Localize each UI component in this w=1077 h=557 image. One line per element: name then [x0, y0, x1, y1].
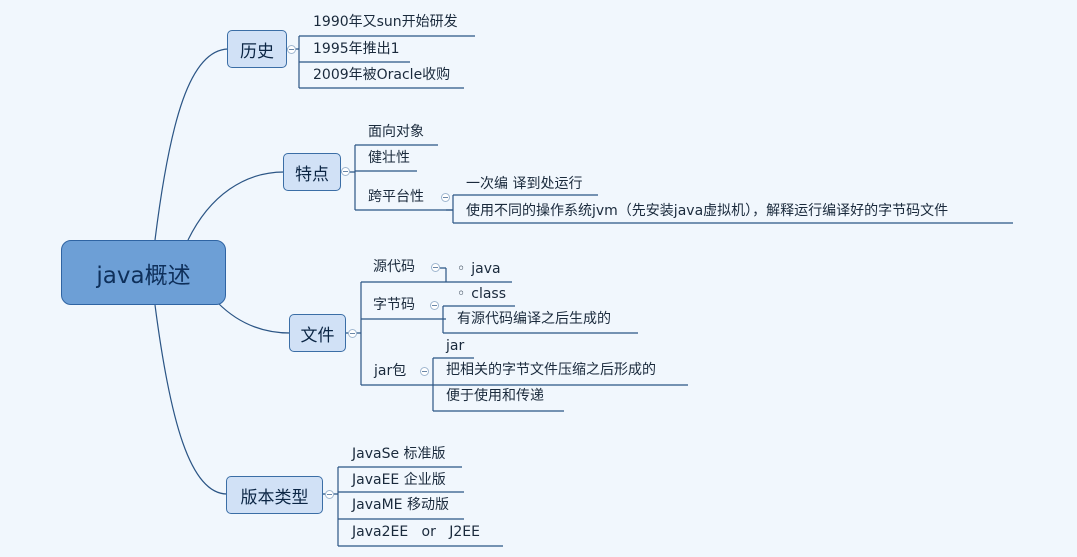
history-item-label: 1990年又sun开始研发: [313, 14, 458, 30]
source-child[interactable]: ◦ java: [451, 260, 505, 278]
jar-child-label: 便于使用和传递: [446, 388, 544, 404]
collapse-cross-platform-icon[interactable]: [441, 193, 450, 202]
collapse-files-icon[interactable]: [348, 329, 357, 338]
bullet-icon: ◦: [457, 286, 466, 302]
history-item-label: 1995年推出1: [313, 41, 400, 57]
feature-item[interactable]: 健壮性: [362, 149, 414, 167]
version-item-label: Java2EE or J2EE: [352, 524, 480, 540]
topic-versions-label: 版本类型: [240, 487, 309, 508]
source-child-label: java: [471, 261, 501, 277]
bytecode-child-label: class: [471, 286, 507, 302]
cross-platform-item[interactable]: 一次编 译到处运行: [460, 175, 586, 193]
bullet-icon: ◦: [457, 261, 466, 277]
file-jar[interactable]: jar包: [368, 362, 410, 380]
feature-item[interactable]: 跨平台性: [362, 188, 428, 206]
collapse-history-icon[interactable]: [287, 45, 296, 54]
link-cross-platform: [446, 194, 1013, 224]
history-item[interactable]: 1995年推出1: [307, 40, 404, 58]
jar-child[interactable]: jar: [440, 337, 468, 355]
jar-child[interactable]: 把相关的字节文件压缩之后形成的: [440, 361, 660, 379]
jar-child[interactable]: 便于使用和传递: [440, 387, 548, 405]
cross-platform-label: 一次编 译到处运行: [466, 176, 583, 192]
bytecode-child[interactable]: 有源代码编译之后生成的: [451, 310, 615, 328]
feature-item-label: 健壮性: [368, 150, 410, 166]
topic-features-label: 特点: [295, 164, 329, 185]
collapse-features-icon[interactable]: [341, 167, 350, 176]
file-bytecode[interactable]: 字节码: [367, 296, 419, 314]
version-item[interactable]: JavaSe 标准版: [346, 445, 450, 463]
cross-platform-label: 使用不同的操作系统jvm（先安装java虚拟机），解释运行编译好的字节码文件: [466, 203, 949, 219]
link-root-files: [217, 302, 291, 334]
topic-files-label: 文件: [300, 325, 335, 346]
collapse-versions-icon[interactable]: [325, 490, 334, 499]
file-bytecode-label: 字节码: [373, 297, 415, 313]
feature-item-label: 面向对象: [368, 124, 424, 140]
root-topic[interactable]: java概述: [61, 240, 226, 305]
file-source[interactable]: 源代码: [367, 258, 419, 276]
topic-files[interactable]: 文件: [289, 314, 346, 352]
link-root-history: [154, 48, 229, 241]
link-jar: [432, 357, 688, 412]
root-label: java概述: [96, 262, 191, 289]
history-item-label: 2009年被Oracle收购: [313, 67, 451, 83]
topic-features[interactable]: 特点: [283, 153, 341, 191]
link-root-features: [187, 171, 285, 241]
link-source: [440, 267, 512, 283]
version-item[interactable]: Java2EE or J2EE: [346, 523, 484, 541]
topic-versions[interactable]: 版本类型: [226, 476, 323, 514]
collapse-source-icon[interactable]: [431, 263, 440, 272]
link-root-versions: [154, 304, 228, 495]
bytecode-child-label: 有源代码编译之后生成的: [457, 311, 611, 327]
cross-platform-item[interactable]: 使用不同的操作系统jvm（先安装java虚拟机），解释运行编译好的字节码文件: [460, 202, 952, 220]
file-source-label: 源代码: [373, 259, 415, 275]
feature-item[interactable]: 面向对象: [362, 123, 428, 141]
feature-item-label: 跨平台性: [368, 189, 424, 205]
file-jar-label: jar包: [374, 363, 407, 379]
jar-child-label: jar: [446, 338, 465, 354]
history-item[interactable]: 1990年又sun开始研发: [307, 13, 462, 31]
version-item[interactable]: JavaME 移动版: [346, 496, 453, 514]
version-item-label: JavaSe 标准版: [352, 446, 446, 462]
version-item-label: JavaEE 企业版: [352, 472, 446, 488]
bytecode-child[interactable]: ◦ class: [451, 285, 510, 303]
topic-history-label: 历史: [240, 41, 274, 62]
collapse-jar-icon[interactable]: [420, 367, 429, 376]
link-bytecode: [442, 305, 638, 334]
version-item-label: JavaME 移动版: [352, 497, 449, 513]
jar-child-label: 把相关的字节文件压缩之后形成的: [446, 362, 656, 378]
collapse-bytecode-icon[interactable]: [430, 301, 439, 310]
version-item[interactable]: JavaEE 企业版: [346, 471, 450, 489]
topic-history[interactable]: 历史: [227, 30, 287, 68]
history-item[interactable]: 2009年被Oracle收购: [307, 66, 454, 84]
